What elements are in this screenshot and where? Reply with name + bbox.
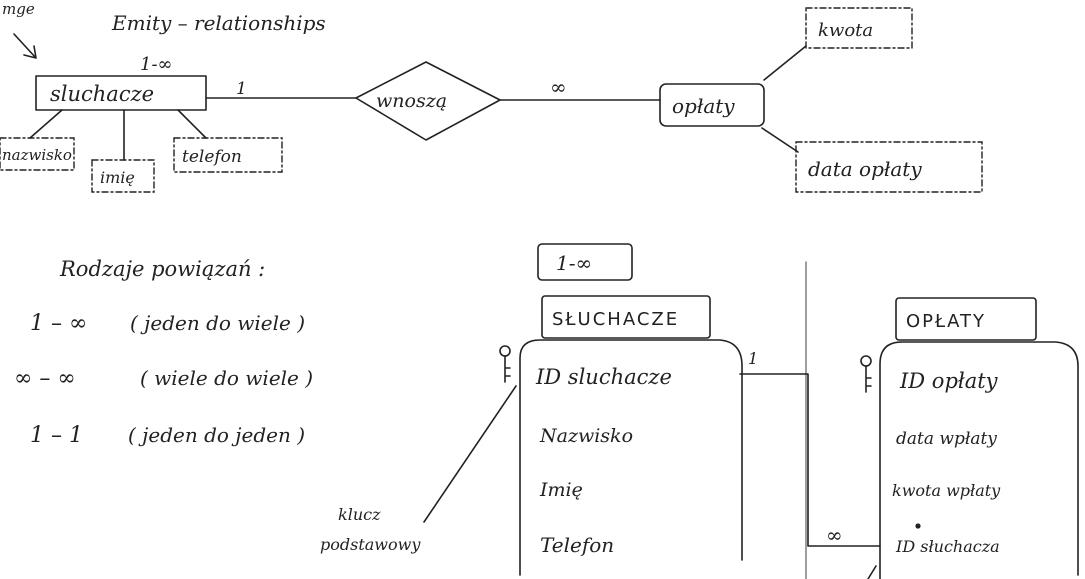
attr-link-surname <box>29 109 63 139</box>
relation-desc-1: ( jeden do wiele ) <box>130 311 305 335</box>
relation-label: wnoszą <box>376 90 447 112</box>
students-entity-label: sluchacze <box>50 82 154 106</box>
students-table-title: SŁUCHACZE <box>552 309 679 330</box>
students-field-surname: Nazwisko <box>539 425 633 447</box>
payments-field-id: ID opłaty <box>899 369 999 393</box>
attr-surname-box <box>0 137 75 171</box>
foreign-key-pointer <box>867 565 877 579</box>
attr-name-label: imię <box>100 168 135 187</box>
primary-key-icon-students <box>499 345 511 383</box>
link-one-label: 1 <box>748 349 758 368</box>
payments-entity-label: opłaty <box>672 94 735 118</box>
students-field-name: Imię <box>539 479 583 501</box>
relation-code-2: ∞ – ∞ <box>14 366 76 391</box>
students-table-title-box <box>541 295 711 339</box>
attr-name-box <box>91 159 155 193</box>
payments-field-amount: kwota wpłaty <box>892 481 1001 500</box>
attr-surname-label: nazwisko <box>2 146 72 164</box>
payments-table-body <box>879 341 1079 579</box>
foreign-key-dot <box>915 523 921 529</box>
left-multiplicity: 1 <box>236 79 247 99</box>
attr-date-box <box>795 141 983 193</box>
students-cardinality: 1-∞ <box>140 54 173 75</box>
corner-arrow <box>13 33 37 59</box>
students-field-phone: Telefon <box>540 533 614 557</box>
payments-entity-box <box>659 83 765 127</box>
relation-code-3: 1 – 1 <box>30 423 83 448</box>
primary-key-pointer <box>423 385 517 523</box>
attr-phone-box <box>173 137 283 173</box>
right-multiplicity: ∞ <box>550 75 567 99</box>
primary-key-label-line2: podstawowy <box>320 535 421 554</box>
attr-amount-box <box>805 7 913 49</box>
link-many-label: ∞ <box>826 523 843 547</box>
attr-phone-label: telefon <box>182 147 242 167</box>
payments-field-student-id: ID słuchacza <box>895 537 1000 556</box>
attr-link-phone <box>177 109 207 139</box>
payments-field-date: data wpłaty <box>896 429 997 449</box>
relation-desc-2: ( wiele do wiele ) <box>140 366 313 390</box>
attr-date-label: data opłaty <box>808 157 922 181</box>
table-link-line <box>739 373 881 547</box>
payments-table-title-box <box>895 297 1037 341</box>
relations-heading: Rodzaje powiązań : <box>59 257 265 281</box>
students-table-body <box>519 339 743 576</box>
cardinality-box <box>537 243 633 281</box>
diagram-title: Emity – relationships <box>111 11 326 35</box>
attr-amount-label: kwota <box>818 20 873 41</box>
primary-key-label-line1: klucz <box>338 505 381 524</box>
cardinality-box-label: 1-∞ <box>556 251 592 275</box>
relation-desc-3: ( jeden do jeden ) <box>128 423 305 447</box>
corner-label: mge <box>2 0 35 18</box>
attr-link-amount <box>763 45 807 81</box>
payments-table-title: OPŁATY <box>906 311 986 332</box>
primary-key-icon-payments <box>860 355 872 393</box>
students-field-id: ID sluchacze <box>535 365 672 389</box>
relation-code-1: 1 – ∞ <box>30 311 87 336</box>
attr-link-date <box>761 127 799 153</box>
students-entity-box <box>35 75 207 111</box>
